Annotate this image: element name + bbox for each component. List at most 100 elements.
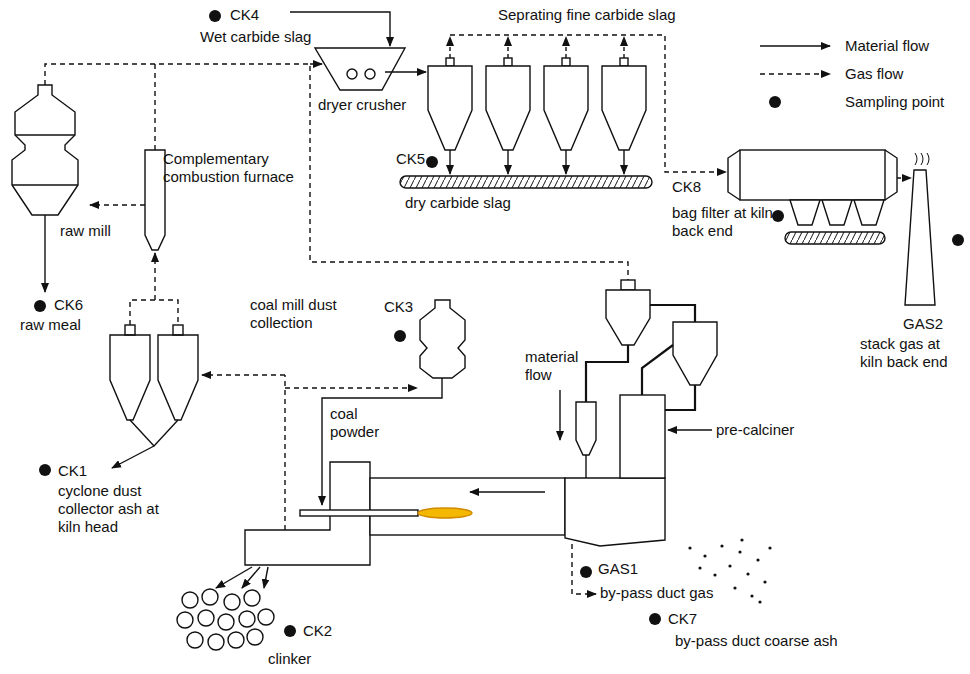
drawing-line (565, 150, 566, 174)
drawing-circle (228, 632, 244, 648)
drawing-ellipse (418, 508, 472, 518)
drawing-path (606, 290, 650, 345)
drawing-line (264, 567, 268, 588)
drawing-circle (738, 550, 741, 553)
drawing-line (668, 429, 712, 430)
drawing-circle (720, 544, 723, 547)
drawing-line (470, 491, 545, 492)
drawing-circle (728, 564, 731, 567)
drawing-path (565, 478, 665, 546)
equipment-label: by-pass duct gas (600, 584, 713, 602)
drawing-circle (688, 546, 691, 549)
drawing-circle (426, 156, 438, 168)
drawing-circle (284, 625, 296, 637)
drawing-line (565, 37, 566, 58)
drawing-circle (758, 600, 761, 603)
drawing-polyline (130, 300, 178, 325)
equipment-label: bag filter at kiln back end (672, 204, 784, 240)
drawing-circle (365, 69, 375, 79)
drawing-path (486, 66, 530, 150)
drawing-line (154, 253, 155, 300)
drawing-circle (182, 592, 198, 608)
equipment-label: by-pass duct coarse ash (675, 632, 838, 650)
drawing-g (428, 37, 646, 174)
drawing-path (428, 66, 472, 150)
sampling-label: CK1 (58, 462, 87, 480)
sampling-label: CK4 (230, 6, 259, 24)
drawing-circle (772, 210, 784, 222)
drawing-path (158, 335, 198, 420)
drawing-path (790, 200, 884, 225)
drawing-circle (769, 96, 781, 108)
drawing-path (673, 322, 717, 385)
drawing-line (112, 446, 154, 468)
equipment-label: cyclone dust collector ash at kiln head (58, 482, 180, 536)
drawing-line (154, 64, 155, 150)
drawing-circle (177, 612, 193, 628)
drawing-rect (621, 280, 635, 290)
drawing-rect (785, 232, 885, 244)
drawing-circle (746, 572, 749, 575)
drawing-circle (768, 546, 771, 549)
drawing-rect (300, 510, 418, 516)
drawing-line (760, 45, 830, 46)
drawing-circle (580, 566, 592, 578)
drawing-circle (394, 330, 406, 342)
drawing-g (12, 12, 935, 650)
drawing-line (310, 63, 322, 64)
drawing-polyline (45, 64, 628, 280)
sampling-label: CK5 (396, 150, 425, 168)
drawing-line (284, 375, 285, 530)
drawing-line (12, 184, 78, 185)
drawing-polygon (905, 170, 935, 305)
drawing-circle (208, 634, 224, 650)
drawing-line (449, 37, 450, 58)
drawing-path (12, 85, 78, 215)
sampling-label: GAS1 (598, 560, 638, 578)
drawing-line (623, 150, 624, 174)
drawing-polyline (586, 345, 628, 402)
drawing-g (177, 589, 274, 650)
drawing-path (602, 66, 646, 150)
drawing-circle (258, 609, 274, 625)
drawing-circle (209, 10, 221, 22)
drawing-polyline (642, 345, 673, 395)
drawing-path (915, 153, 929, 165)
drawing-circle (698, 566, 701, 569)
drawing-line (507, 37, 508, 58)
drawing-circle (703, 554, 706, 557)
drawing-rect (562, 58, 570, 66)
drawing-line (760, 73, 830, 74)
equipment-label: dryer crusher (318, 96, 406, 114)
equipment-label: pre-calciner (716, 421, 794, 439)
equipment-label: Seprating fine carbide slag (498, 6, 676, 24)
drawing-rect (620, 395, 665, 478)
drawing-circle (39, 464, 51, 476)
sampling-label: CK6 (54, 296, 83, 314)
drawing-circle (244, 590, 260, 606)
equipment-label: raw mill (60, 222, 111, 240)
drawing-polyline (572, 544, 596, 594)
legend-text: Material flow (845, 37, 929, 55)
drawing-rect (740, 150, 885, 200)
drawing-circle (952, 234, 964, 246)
equipment-label: Complementary combustion furnace (163, 150, 305, 186)
drawing-circle (740, 538, 743, 541)
drawing-circle (763, 580, 766, 583)
equipment-label: Wet carbide slag (200, 28, 311, 46)
drawing-line (385, 71, 426, 72)
drawing-line (15, 134, 75, 135)
legend-text: Sampling point (845, 93, 944, 111)
drawing-circle (187, 632, 203, 648)
drawing-line (285, 387, 417, 388)
drawing-path (145, 150, 165, 250)
drawing-circle (224, 594, 240, 610)
drawing-circle (750, 594, 753, 597)
sampling-label: CK7 (668, 610, 697, 628)
drawing-line (202, 374, 285, 375)
drawing-line (507, 150, 508, 174)
drawing-line (897, 177, 911, 178)
drawing-path (110, 335, 150, 420)
